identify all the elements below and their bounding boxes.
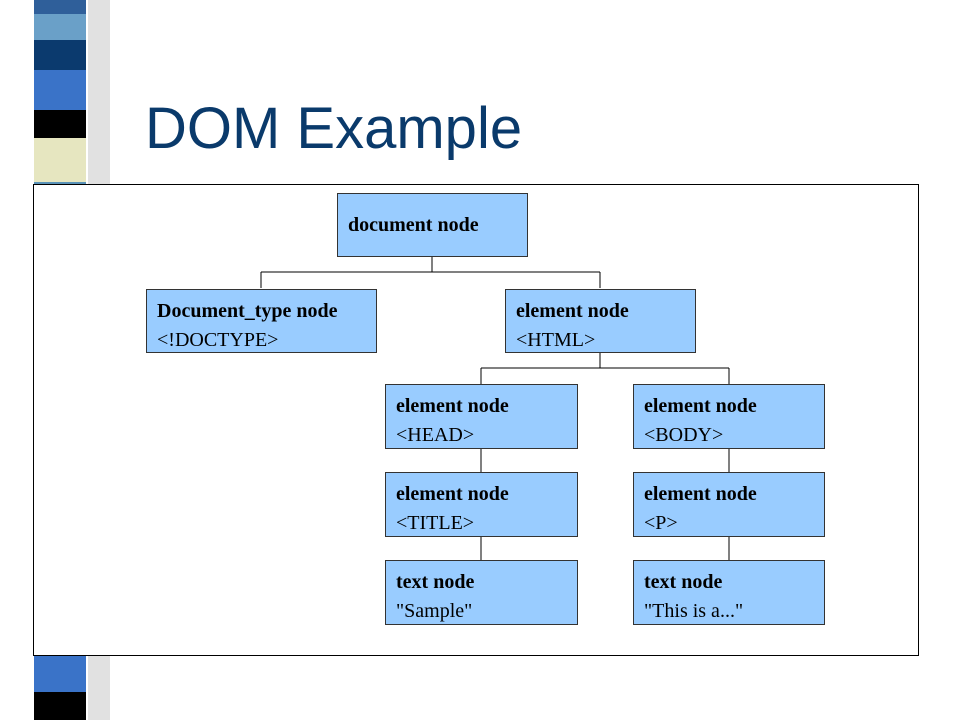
text-this-type: text node bbox=[644, 571, 723, 593]
title-node-type: element node bbox=[396, 483, 509, 505]
head-node-tag: <HEAD> bbox=[396, 424, 475, 446]
document-node: document node bbox=[337, 193, 528, 257]
text-sample-type: text node bbox=[396, 571, 475, 593]
html-element-node: element node <HTML> bbox=[505, 289, 696, 353]
p-node-tag: <P> bbox=[644, 512, 678, 534]
title-element-node: element node <TITLE> bbox=[385, 472, 578, 537]
doctype-node-type: Document_type node bbox=[157, 300, 338, 322]
text-node-this-is-a: text node "This is a..." bbox=[633, 560, 825, 625]
p-element-node: element node <P> bbox=[633, 472, 825, 537]
head-element-node: element node <HEAD> bbox=[385, 384, 578, 449]
text-sample-value: "Sample" bbox=[396, 600, 473, 622]
head-node-type: element node bbox=[396, 395, 509, 417]
p-node-type: element node bbox=[644, 483, 757, 505]
doctype-node: Document_type node <!DOCTYPE> bbox=[146, 289, 377, 353]
title-node-tag: <TITLE> bbox=[396, 512, 475, 534]
html-node-type: element node bbox=[516, 300, 629, 322]
slide-title: DOM Example bbox=[145, 96, 523, 161]
body-element-node: element node <BODY> bbox=[633, 384, 825, 449]
document-node-label: document node bbox=[348, 214, 479, 236]
body-node-type: element node bbox=[644, 395, 757, 417]
body-node-tag: <BODY> bbox=[644, 424, 724, 446]
html-node-tag: <HTML> bbox=[516, 329, 596, 351]
doctype-node-tag: <!DOCTYPE> bbox=[157, 329, 279, 351]
text-this-value: "This is a..." bbox=[644, 600, 744, 622]
text-node-sample: text node "Sample" bbox=[385, 560, 578, 625]
